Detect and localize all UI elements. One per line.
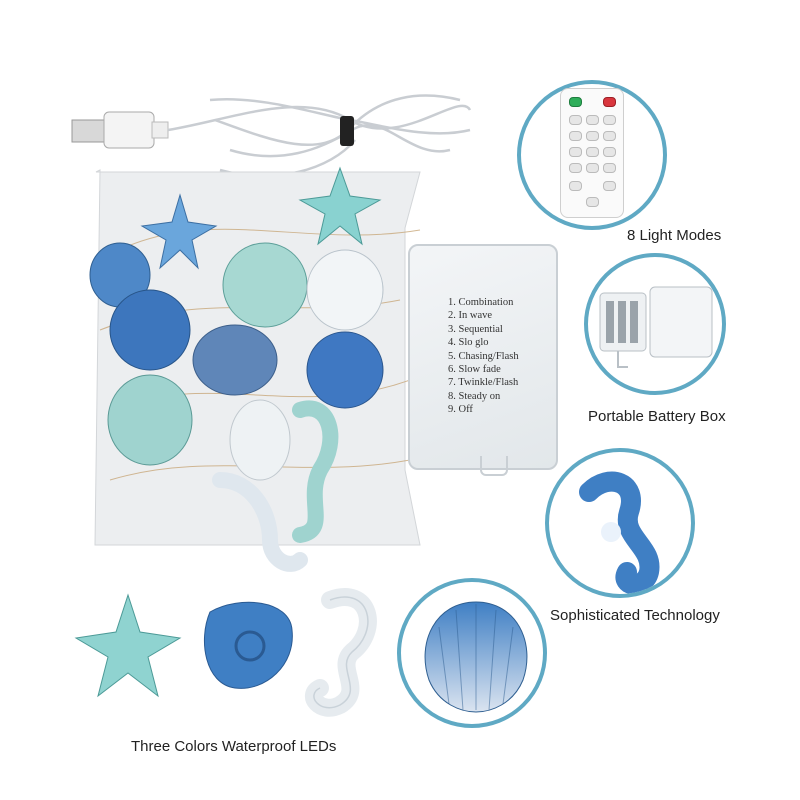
shell-led-icon [192, 324, 278, 396]
seahorse-led-icon [229, 399, 291, 481]
mode-item: 2. In wave [448, 310, 493, 322]
mode-item: 6. Slow fade [448, 364, 501, 376]
mode-item: 3. Sequential [448, 323, 503, 335]
mode-item: 4. Slo glo [448, 337, 489, 349]
seahorse-led-icon [292, 400, 339, 543]
usb-plug-icon [71, 111, 169, 149]
starfish-led-icon [298, 166, 382, 246]
mode-item: 8. Steady on [448, 390, 501, 402]
remote-key-icon [569, 181, 582, 191]
battery-callout [584, 253, 726, 395]
blue-seahorse-led-icon [579, 471, 660, 594]
cable-coil [167, 94, 472, 178]
seahorse-led-icon [212, 472, 308, 572]
remote-key-icon [586, 115, 599, 125]
shell-callout [397, 578, 547, 728]
remote-key-icon [569, 115, 582, 125]
remote-key-icon [603, 181, 616, 191]
remote-key-icon [569, 147, 582, 157]
remote-key-icon [586, 147, 599, 157]
waterproof-leds-caption: Three Colors Waterproof LEDs [131, 738, 337, 755]
blue-scallop-shell-led-icon [424, 601, 528, 713]
shell-led-icon [107, 374, 193, 466]
remote-key-icon [569, 131, 582, 141]
blue-nautilus-led-icon [204, 601, 293, 689]
mode-item: 9. Off [448, 404, 473, 416]
open-battery-box-icon [599, 286, 713, 368]
light-mode-list: 1. Combination 2. In wave 3. Sequential … [448, 296, 519, 417]
power-on-button-icon [569, 97, 582, 107]
remote-key-icon [603, 131, 616, 141]
cable-tie-icon [340, 116, 354, 146]
nautilus-led-icon [109, 289, 191, 371]
power-off-button-icon [603, 97, 616, 107]
mode-item: 7. Twinkle/Flash [448, 377, 519, 389]
remote-key-icon [603, 147, 616, 157]
battery-box-caption: Portable Battery Box [588, 408, 726, 425]
shell-led-icon [306, 249, 384, 331]
remote-key-icon [603, 115, 616, 125]
aqua-starfish-led-icon [74, 593, 182, 698]
starfish-led-icon [140, 193, 218, 270]
mode-item: 1. Combination [448, 297, 514, 308]
remote-key-icon [569, 163, 582, 173]
remote-key-icon [603, 163, 616, 173]
clear-seahorse-led-icon [305, 588, 377, 717]
remote-key-icon [586, 163, 599, 173]
battery-box-hook [480, 456, 508, 476]
mode-item: 5. Chasing/Flash [448, 350, 519, 362]
light-modes-caption: 8 Light Modes [627, 227, 722, 244]
remote-key-icon [586, 197, 599, 207]
remote-key-icon [586, 131, 599, 141]
nautilus-led-icon [306, 331, 384, 409]
nautilus-led-icon [222, 242, 308, 328]
battery-box [408, 244, 558, 476]
seahorse-callout [545, 448, 695, 598]
remote-control-icon [560, 88, 624, 218]
technology-caption: Sophisticated Technology [550, 607, 720, 624]
